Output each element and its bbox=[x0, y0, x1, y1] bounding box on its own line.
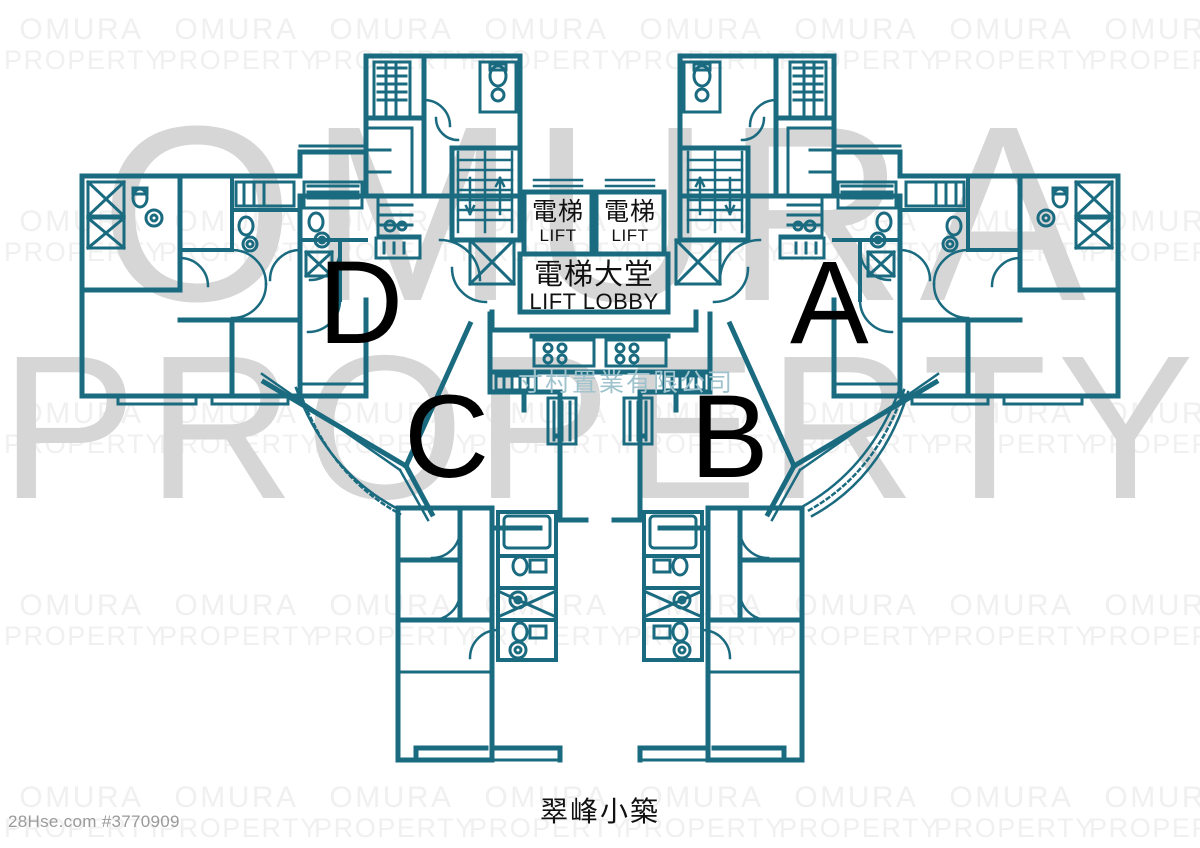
lift-2-label: 電梯 LIFT bbox=[596, 198, 664, 245]
unit-label-c: C bbox=[404, 371, 490, 503]
lift-2-label-cn: 電梯 bbox=[603, 198, 656, 226]
lift-lobby-label-cn: 電梯大堂 bbox=[533, 259, 654, 291]
unit-label-b: B bbox=[690, 371, 769, 503]
lift-lobby-label-en: LIFT LOBBY bbox=[529, 289, 659, 315]
lift-1-label-en: LIFT bbox=[539, 226, 577, 245]
lift-2-label-en: LIFT bbox=[611, 226, 649, 245]
footer-credit: 28Hse.com #3770909 bbox=[8, 812, 180, 831]
lift-1-label-cn: 電梯 bbox=[531, 198, 584, 226]
unit-label-a: A bbox=[790, 237, 869, 369]
unit-label-d: D bbox=[318, 237, 404, 369]
lift-lobby-label: 電梯大堂 LIFT LOBBY bbox=[500, 260, 688, 314]
company-stamp-text: 寸村置業有限公司 bbox=[518, 369, 735, 397]
building-name: 翠峰小築 bbox=[539, 796, 660, 827]
lift-1-label: 電梯 LIFT bbox=[524, 198, 592, 245]
